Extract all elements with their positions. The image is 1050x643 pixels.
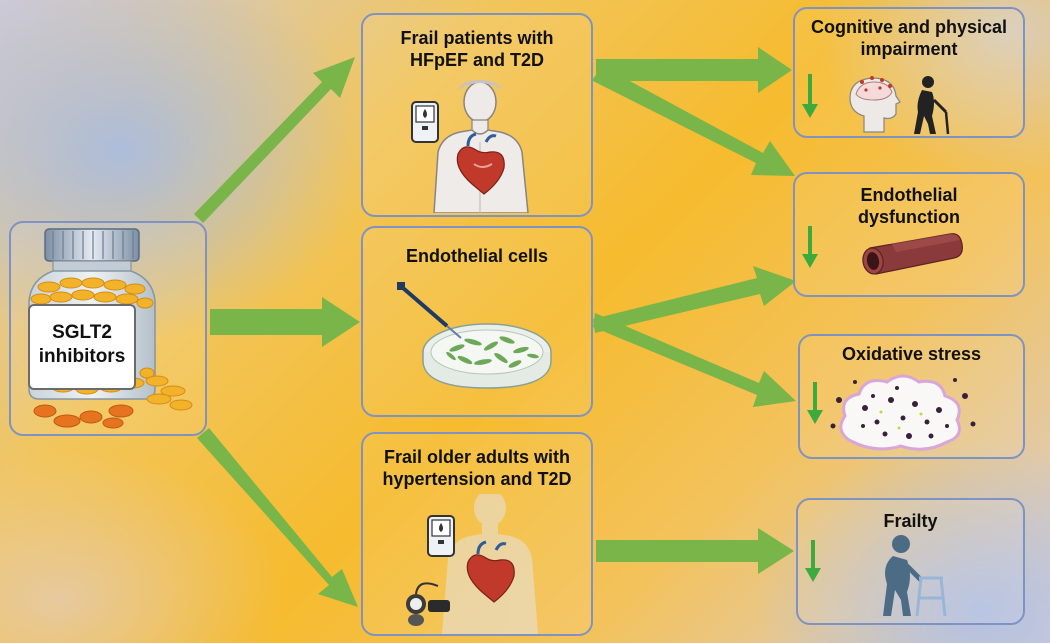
blood-vessel-icon: [862, 233, 963, 275]
human-torso-icon: [433, 80, 529, 213]
pipette-icon: [397, 282, 462, 339]
cognitive-impairment-title: Cognitive and physical impairment: [810, 17, 1008, 59]
drug-label: SGLT2 inhibitors: [28, 304, 136, 390]
endothelial-cells-title: Endothelial cells: [405, 246, 549, 266]
heart-icon: [456, 132, 505, 195]
arrow-hypertension-to-frailty: [596, 528, 794, 574]
arrow-drug-to-hypertension: [197, 428, 358, 607]
down-arrow-icon: [802, 226, 818, 268]
endothelial-dysfunction-title: Endothelial dysfunction: [858, 185, 960, 227]
blood-pressure-cuff-icon: [406, 582, 450, 626]
hypertension-adults-title: Frail older adults with hypertension and…: [382, 447, 572, 489]
down-arrow-icon: [807, 382, 823, 424]
frailty-title: Frailty: [883, 511, 938, 531]
glucose-meter-icon: [411, 101, 439, 143]
heart-icon: [466, 540, 515, 603]
arrow-hfpef-to-cognitive: [596, 47, 792, 93]
petri-dish-icon: [422, 323, 552, 389]
down-arrow-icon: [805, 540, 821, 582]
arrow-drug-to-hfpef: [194, 57, 355, 223]
glucose-meter-icon: [427, 515, 455, 557]
walking-cane-person-icon: [914, 76, 950, 135]
walker-person-icon: [883, 535, 947, 617]
oxidative-stress-title: Oxidative stress: [841, 344, 982, 364]
oxidative-particles-icon: [830, 374, 976, 451]
arrow-hfpef-to-dysfunction: [593, 66, 795, 176]
arrow-cells-to-oxidative: [593, 313, 796, 407]
endothelial-dysfunction-box: Endothelial dysfunction: [793, 172, 1025, 297]
cognitive-impairment-box: Cognitive and physical impairment: [793, 7, 1025, 138]
arrow-drug-to-endothelial-cells: [210, 297, 360, 347]
frailty-box: Frailty: [796, 498, 1025, 625]
down-arrow-icon: [802, 74, 818, 118]
head-brain-icon: [849, 76, 901, 133]
arrow-cells-to-dysfunction: [593, 266, 796, 333]
hfpef-patients-title: Frail patients with HFpEF and T2D: [400, 28, 554, 70]
